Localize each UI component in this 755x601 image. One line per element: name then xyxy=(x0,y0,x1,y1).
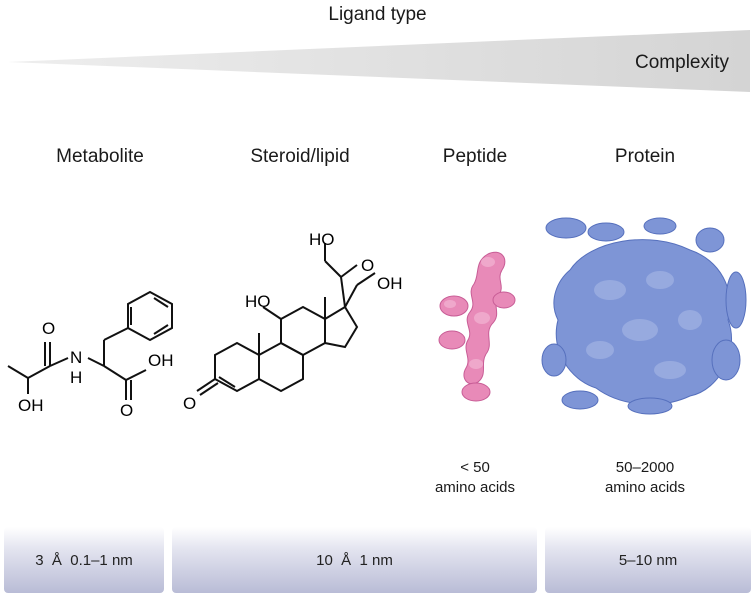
steroid-o-ketone: O xyxy=(361,256,374,275)
steroid-o-left: O xyxy=(183,394,196,413)
peptide-size-note: < 50 amino acids xyxy=(410,458,540,498)
metabolite-h: H xyxy=(70,368,82,387)
category-peptide: Peptide xyxy=(442,146,508,167)
size-bar-small-label: 3 Å 0.1–1 nm xyxy=(35,551,133,569)
protein-structure xyxy=(541,217,747,415)
protein-size-note: 50–2000 amino acids xyxy=(565,458,725,498)
size-bar-medium-label: 10 Å 1 nm xyxy=(316,551,393,569)
metabolite-o-bottom: O xyxy=(120,401,133,420)
peptide-note-line1: < 50 xyxy=(460,459,490,476)
metabolite-oh-left: OH xyxy=(18,396,44,415)
diagram-title: Ligand type xyxy=(328,4,427,25)
protein-note-line2: amino acids xyxy=(604,479,686,496)
size-bar-medium: 10 Å 1 nm xyxy=(172,527,537,593)
peptide-note-line2: amino acids xyxy=(434,479,516,496)
category-protein: Protein xyxy=(614,146,676,167)
size-bar-large: 5–10 nm xyxy=(545,527,751,593)
metabolite-oh-right: OH xyxy=(148,351,174,370)
steroid-ho-top: HO xyxy=(309,230,335,249)
metabolite-structure: O OH N H OH O xyxy=(7,290,174,420)
category-metabolite: Metabolite xyxy=(56,146,144,167)
size-bar-large-label: 5–10 nm xyxy=(618,551,678,569)
category-steroid: Steroid/lipid xyxy=(250,146,350,167)
steroid-oh-right: OH xyxy=(377,274,403,293)
metabolite-n: N xyxy=(70,348,82,367)
steroid-structure: HO O OH HO O xyxy=(183,230,403,413)
metabolite-o-top: O xyxy=(42,319,55,338)
size-bar-small: 3 Å 0.1–1 nm xyxy=(4,527,164,593)
protein-note-line1: 50–2000 xyxy=(615,459,675,476)
steroid-ho-left: HO xyxy=(245,292,271,311)
complexity-label: Complexity xyxy=(635,52,729,73)
peptide-structure xyxy=(438,251,516,402)
complexity-wedge xyxy=(8,30,750,92)
